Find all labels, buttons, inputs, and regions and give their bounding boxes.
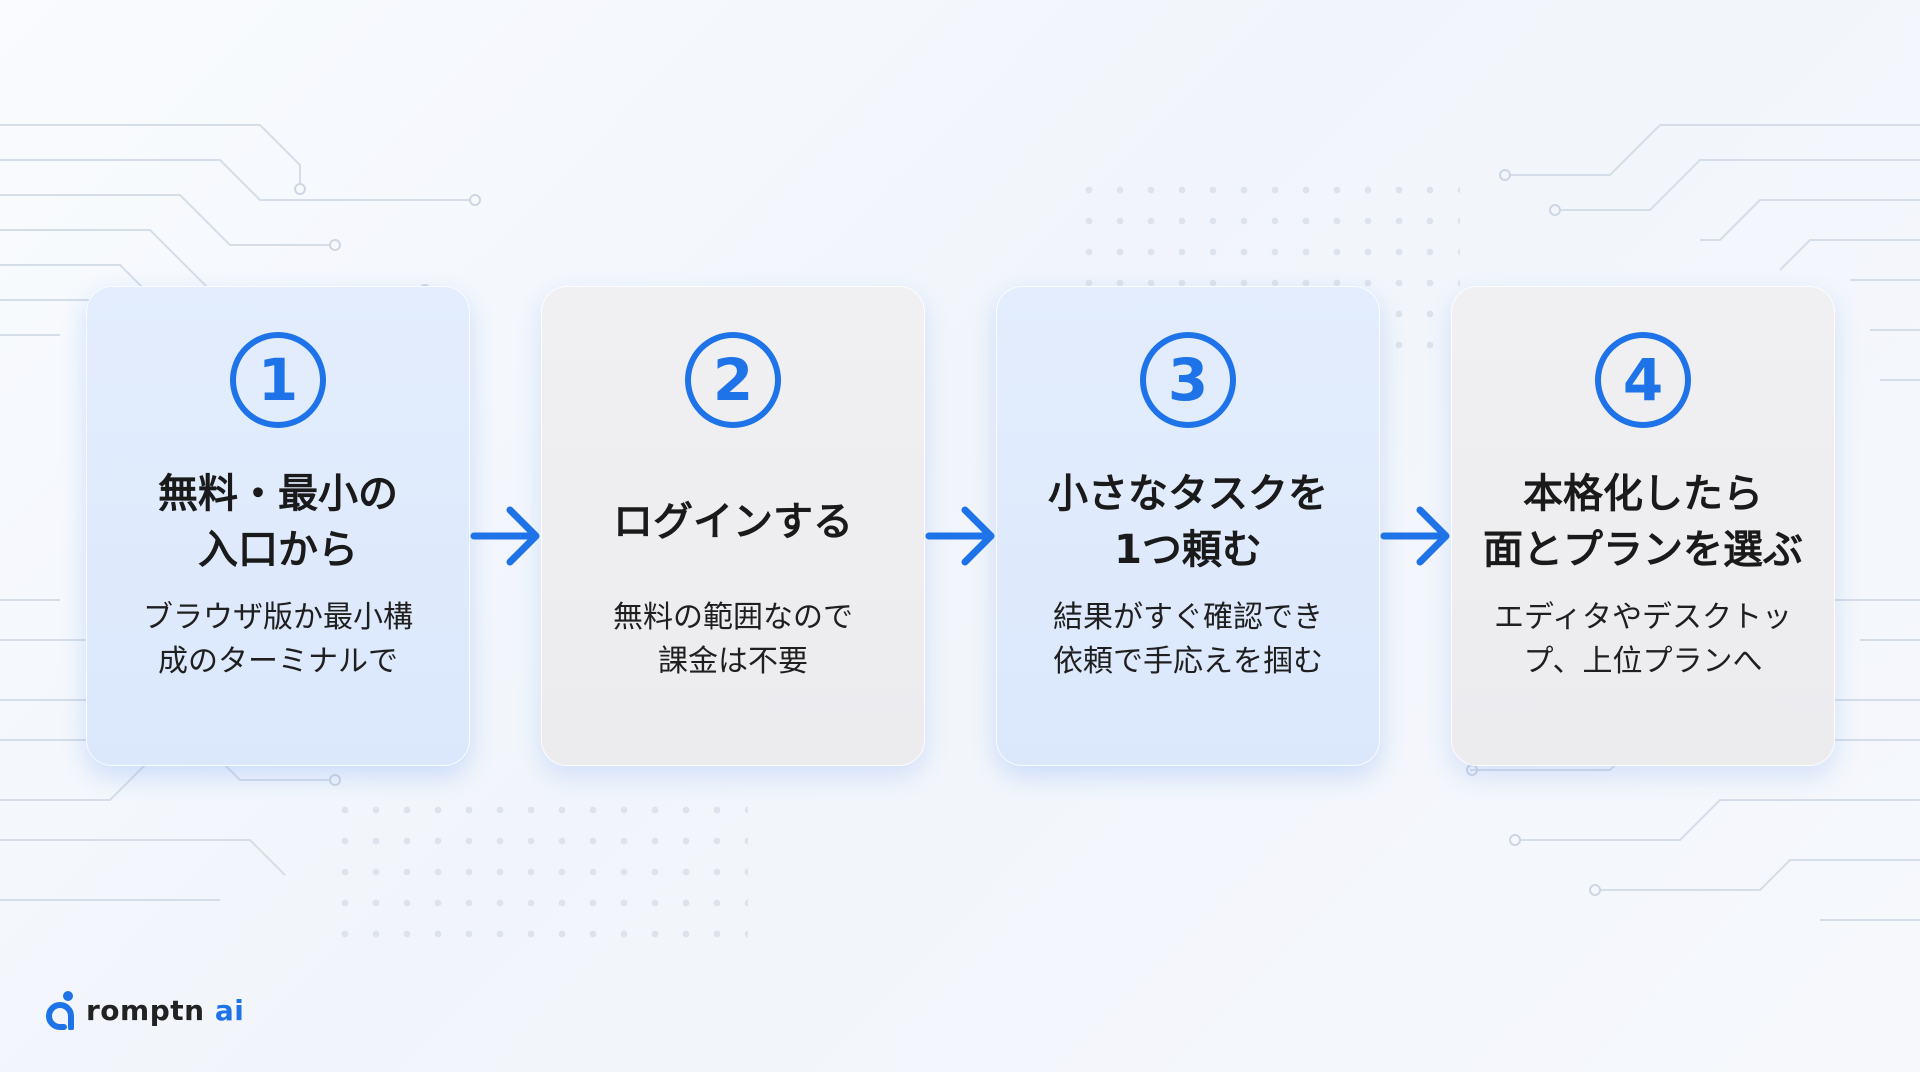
step-number-badge: 1 bbox=[230, 332, 326, 428]
brand-logo: romptn ai bbox=[44, 988, 244, 1032]
step-card-2: 2 ログインする 無料の範囲なので 課金は不要 bbox=[541, 286, 925, 766]
step-card-4: 4 本格化したら 面とプランを選ぶ エディタやデスクトッ プ、上位プランへ bbox=[1451, 286, 1835, 766]
step-title: ログインする bbox=[613, 499, 853, 545]
step-description: 結果がすぐ確認でき 依頼で手応えを掴む bbox=[1053, 600, 1323, 679]
logo-suffix: ai bbox=[214, 993, 245, 1027]
step-number-badge: 4 bbox=[1595, 332, 1691, 428]
step-description: エディタやデスクトッ プ、上位プランへ bbox=[1494, 600, 1792, 679]
step-title: 本格化したら 面とプランを選ぶ bbox=[1483, 471, 1803, 573]
step-card-3: 3 小さなタスクを 1つ頼む 結果がすぐ確認でき 依頼で手応えを掴む bbox=[996, 286, 1380, 766]
arrow-right-icon bbox=[1380, 506, 1450, 566]
arrow-right-icon bbox=[925, 506, 995, 566]
step-title: 無料・最小の 入口から bbox=[158, 471, 398, 573]
step-description: ブラウザ版か最小構 成のターミナルで bbox=[143, 600, 413, 679]
logo-word: romptn bbox=[86, 993, 205, 1027]
arrow-right-icon bbox=[470, 506, 540, 566]
step-card-1: 1 無料・最小の 入口から ブラウザ版か最小構 成のターミナルで bbox=[86, 286, 470, 766]
step-number-badge: 3 bbox=[1140, 332, 1236, 428]
logo-wordmark: romptn ai bbox=[86, 994, 244, 1027]
step-description: 無料の範囲なので 課金は不要 bbox=[613, 600, 853, 679]
step-number-badge: 2 bbox=[685, 332, 781, 428]
logo-icon bbox=[46, 991, 74, 1030]
step-title: 小さなタスクを 1つ頼む bbox=[1048, 471, 1328, 573]
